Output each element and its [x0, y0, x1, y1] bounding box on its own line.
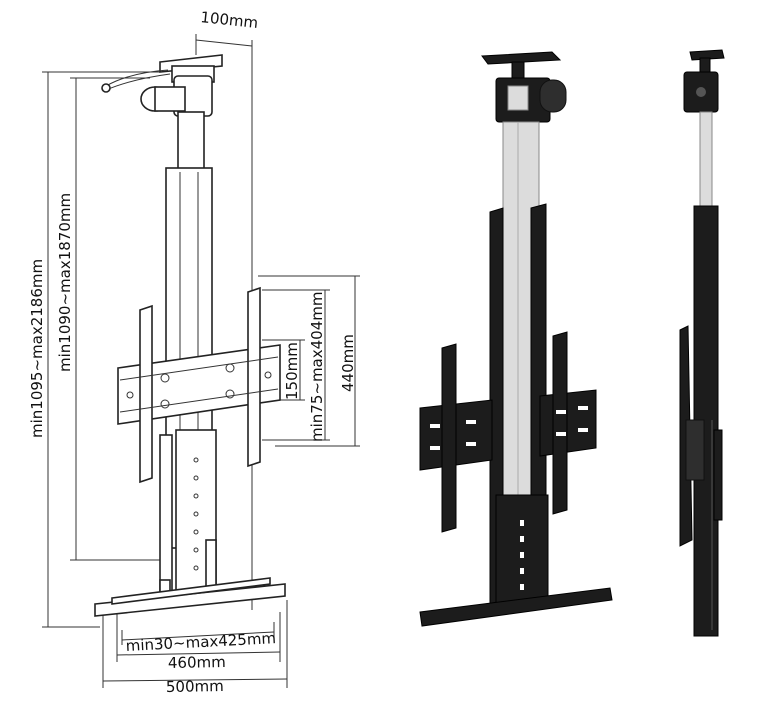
base-outline: [94, 539, 286, 617]
vesa-bracket-outline: [117, 286, 281, 484]
technical-drawing: 100mm min1095~max2186mm min1090~max1870m…: [28, 8, 360, 696]
dimension-lines: [42, 34, 360, 688]
column-holes: [193, 457, 199, 571]
dim-vesa-vertical: min75~max404mm: [308, 292, 326, 442]
dim-vesa-horizontal: min30~max425mm: [125, 629, 276, 655]
dim-top-plate-width: 100mm: [200, 8, 259, 32]
product-side-view: [679, 49, 725, 637]
dim-overall-height: min1095~max2186mm: [28, 259, 46, 438]
dim-vesa-spacing: 150mm: [283, 342, 301, 400]
top-mount-outline: [101, 54, 223, 117]
bracket-slots: [430, 406, 588, 450]
dim-column-height: min1090~max1870mm: [56, 193, 74, 372]
dim-base-inner-width: 460mm: [168, 653, 226, 672]
dim-base-outer-width: 500mm: [166, 677, 224, 696]
dim-bracket-height: 440mm: [339, 334, 357, 392]
sleeve-holes: [520, 520, 524, 590]
product-front-view: [419, 51, 613, 627]
